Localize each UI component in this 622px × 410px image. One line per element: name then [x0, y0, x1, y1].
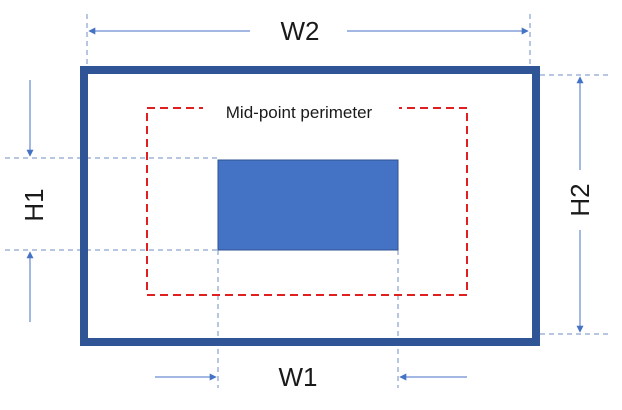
inner-rectangle	[217, 159, 399, 251]
w1-label: W1	[279, 362, 318, 392]
outer-rectangle	[80, 66, 540, 346]
h2-label: H2	[565, 183, 595, 216]
w2-label: W2	[281, 16, 320, 46]
midpoint-label-background	[203, 98, 399, 118]
h1-label: H1	[19, 188, 49, 221]
extension-lines	[5, 14, 610, 388]
midpoint-perimeter-label: Mid-point perimeter	[226, 103, 373, 122]
